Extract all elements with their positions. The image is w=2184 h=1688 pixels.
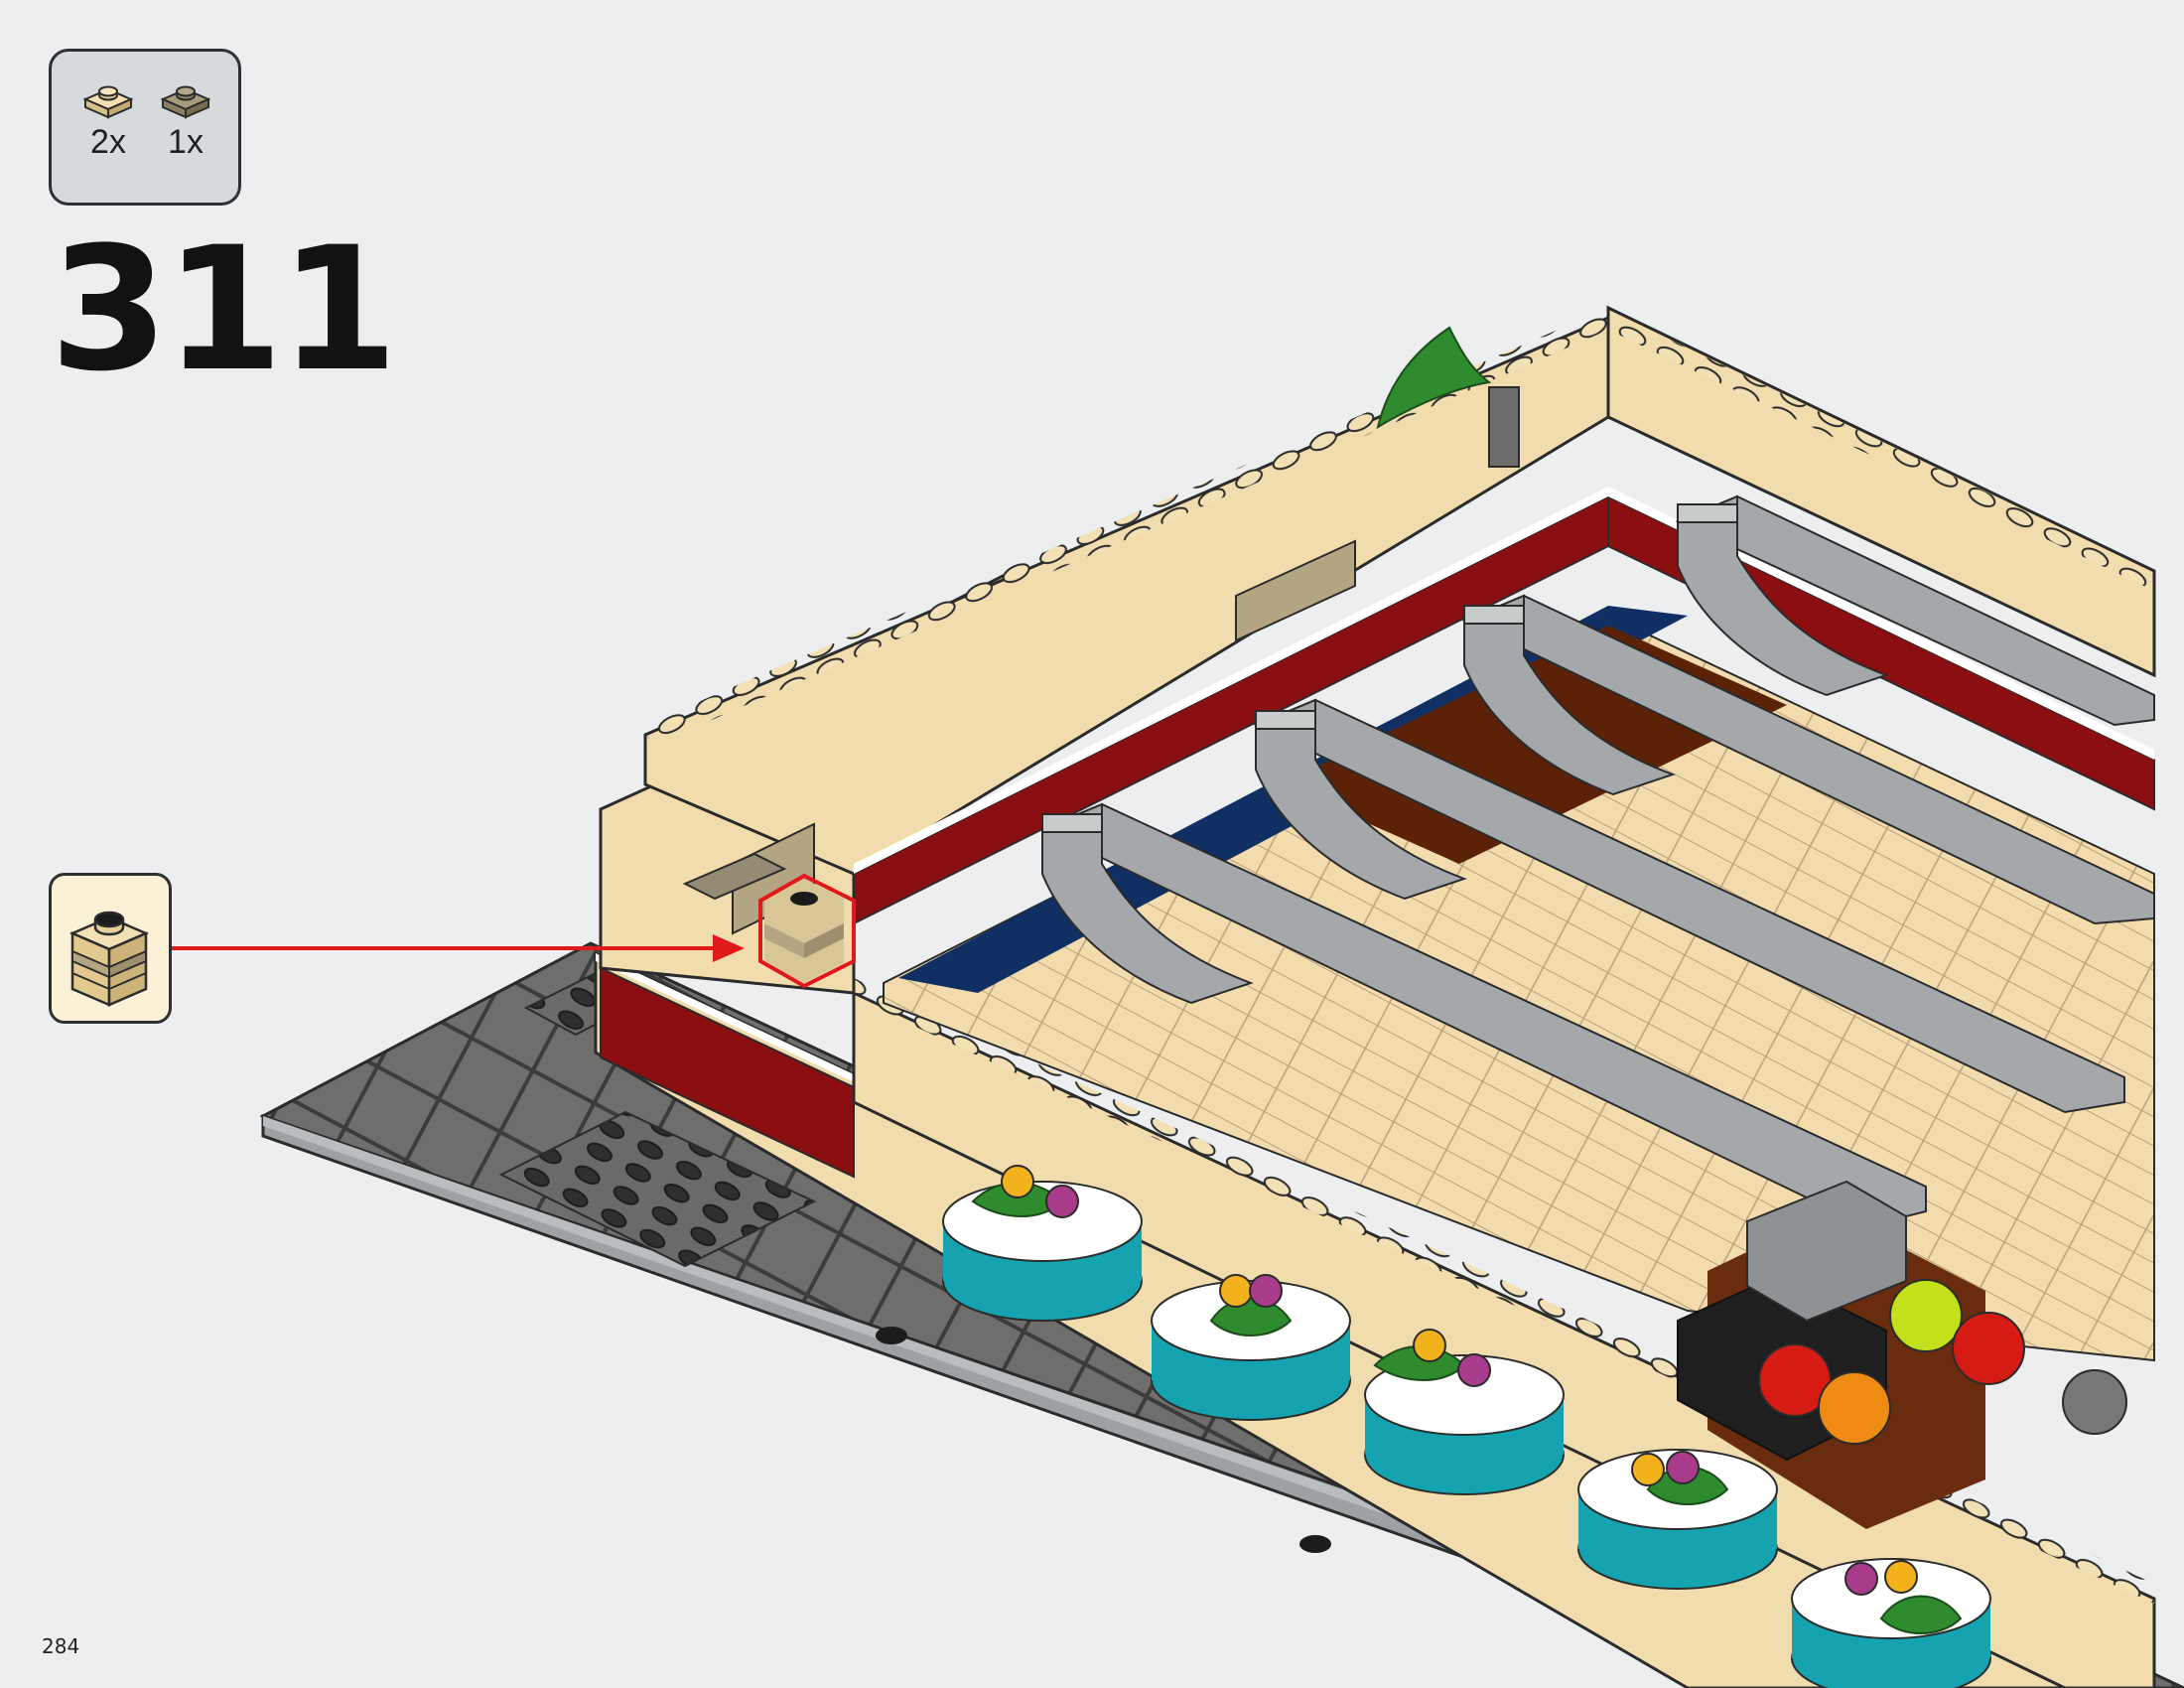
plate-1x1-tan-icon — [82, 85, 134, 119]
plate-1x1-dark-tan-icon — [160, 85, 211, 119]
submodel-callout-box — [49, 873, 172, 1024]
part-quantity: 1x — [168, 123, 204, 161]
flower-planters — [942, 1165, 1991, 1688]
callout-arrow — [172, 934, 745, 962]
page-number: 284 — [42, 1634, 80, 1658]
ball-return — [1677, 1180, 2127, 1529]
highlighted-new-brick — [758, 873, 856, 989]
bowling-lanes — [883, 494, 2155, 1362]
part-item-tan-plate: 2x — [73, 81, 143, 159]
part-quantity: 2x — [90, 123, 126, 161]
brick-stack-tan-icon — [68, 911, 150, 1007]
part-item-dark-tan-plate: 1x — [151, 81, 220, 159]
step-number: 311 — [50, 210, 398, 409]
parts-list-box: 2x 1x — [49, 49, 241, 206]
